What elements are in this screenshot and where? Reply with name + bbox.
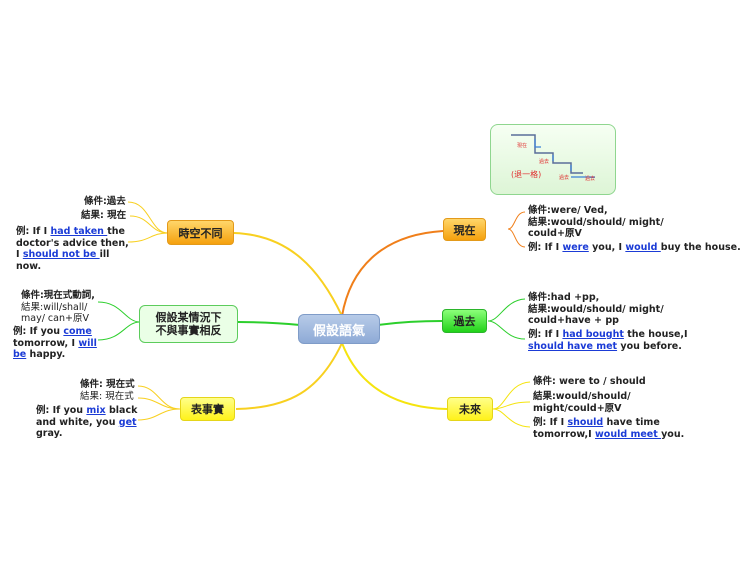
fact-condition: 條件: 現在式 — [80, 379, 135, 390]
past-result-2: could+have + pp — [528, 315, 619, 326]
branch-present[interactable]: 現在 — [443, 218, 486, 241]
hypothesis-label-line1: 假設某情況下 — [155, 311, 222, 324]
branch-tense-differs[interactable]: 時空不同 — [167, 220, 234, 245]
future-result: 結果:would/should/ might/could+原V — [533, 391, 631, 414]
hypothesis-notes: 條件:現在式動詞, 結果:will/shall/ may/ can+原V — [21, 290, 95, 324]
step-2-label: 過去 — [539, 158, 549, 165]
fact-result: 結果: 現在式 — [80, 391, 134, 402]
branch-hypothesis[interactable]: 假設某情況下 不與事實相反 — [139, 305, 238, 343]
future-example-would-meet[interactable]: would meet — [595, 428, 662, 440]
tense-result: 結果: 現在 — [81, 210, 127, 221]
step-3-label: 過去 — [559, 174, 569, 181]
link-hypothesis — [237, 321, 301, 326]
step-back-image[interactable]: 現在 過去 過去 過去 (退一格) — [490, 124, 616, 195]
step-back-caption: (退一格) — [511, 169, 541, 179]
fact-example-get[interactable]: get — [118, 416, 137, 428]
fact-example-mix[interactable]: mix — [86, 405, 106, 416]
future-example-should[interactable]: should — [567, 417, 604, 428]
past-result-1: 結果:would/should/ might/ — [528, 303, 664, 315]
present-example-were[interactable]: were — [562, 242, 589, 253]
present-example-would[interactable]: would — [625, 242, 661, 253]
past-condition: 條件:had +pp, — [528, 292, 600, 303]
hypothesis-example-will[interactable]: will — [78, 337, 97, 349]
link-tense — [233, 232, 343, 317]
branch-future[interactable]: 未來 — [447, 397, 493, 421]
staircase-diagram: 現在 過去 過去 過去 (退一格) — [511, 134, 595, 182]
past-example-had-bought[interactable]: had bought — [562, 329, 624, 340]
future-example: 例: If I should have time tomorrow,I woul… — [533, 417, 685, 440]
link-future — [341, 342, 448, 410]
link-fact — [235, 342, 343, 410]
tense-condition: 條件:過去 — [84, 196, 126, 207]
present-notes: 條件:were/ Ved, 結果:would/should/ might/ co… — [528, 205, 664, 240]
past-example: 例: If I had bought the house,I should ha… — [528, 329, 688, 352]
past-example-should-have-met[interactable]: should have met — [528, 340, 618, 352]
link-past — [377, 320, 443, 326]
branch-fact[interactable]: 表事實 — [180, 397, 235, 421]
branch-past[interactable]: 過去 — [442, 309, 487, 333]
hypothesis-label-line2: 不與事實相反 — [155, 324, 222, 337]
future-condition: 條件: were to / should — [533, 376, 646, 387]
hypothesis-example: 例: If you come tomorrow, I will be happy… — [13, 326, 97, 360]
present-example: 例: If I were you, I would buy the house. — [528, 242, 741, 253]
present-result-2: could+原V — [528, 228, 582, 239]
tense-example-should-not-be[interactable]: should not be — [22, 249, 100, 260]
hypothesis-example-be[interactable]: be — [13, 349, 27, 360]
step-4-label: 過去 — [585, 175, 595, 182]
tense-example: 例: If I had taken the doctor's advice th… — [16, 226, 129, 272]
central-topic[interactable]: 假設語氣 — [298, 314, 380, 344]
fact-example: 例: If you mix black and white, you get g… — [36, 405, 138, 439]
present-condition: 條件:were/ Ved, — [528, 205, 608, 216]
step-1-label: 現在 — [517, 142, 527, 149]
link-present — [341, 230, 444, 317]
past-notes: 條件:had +pp, 結果:would/should/ might/ coul… — [528, 292, 664, 327]
hypothesis-example-come[interactable]: come — [63, 326, 92, 337]
tense-example-had-taken[interactable]: had taken — [50, 226, 108, 237]
present-result-1: 結果:would/should/ might/ — [528, 216, 664, 228]
